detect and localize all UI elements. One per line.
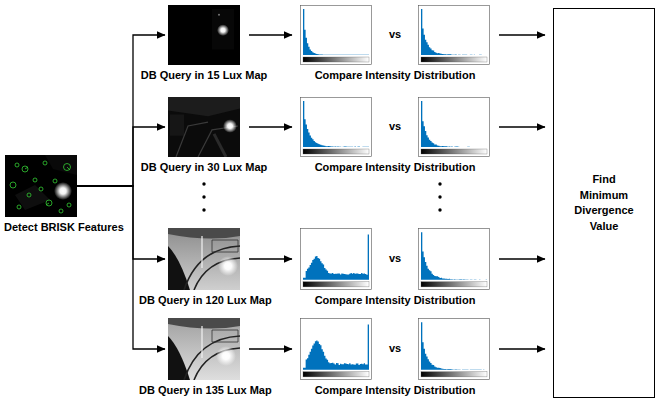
histogram-chart [300, 97, 372, 157]
versus-label: vs [389, 342, 401, 355]
ellipsis-dots [202, 182, 441, 211]
histogram-pair: vsCompare Intensity Distribution [300, 318, 490, 380]
histogram-pair: vsCompare Intensity Distribution [300, 5, 490, 65]
histogram-chart [418, 5, 490, 65]
photo-thumbnail [168, 318, 240, 380]
photo-thumbnail [5, 155, 77, 217]
image-node: Detect BRISK Features [5, 155, 77, 217]
flow-arrow [249, 258, 292, 259]
flow-arrow [77, 127, 165, 186]
photo-thumbnail [168, 97, 240, 157]
comparison-caption: Compare Intensity Distribution [314, 384, 477, 397]
process-box: Find Minimum Divergence Value [553, 8, 655, 398]
flow-arrow [499, 126, 545, 127]
histogram-chart [418, 97, 490, 157]
flow-arrow [249, 34, 292, 35]
comparison-caption: Compare Intensity Distribution [314, 294, 477, 307]
image-caption: DB Query in 135 Lux Map [138, 384, 273, 397]
histogram-chart [418, 228, 490, 290]
image-caption: DB Query in 120 Lux Map [138, 294, 273, 307]
flow-arrow [499, 34, 545, 35]
flow-arrow [77, 186, 165, 349]
histogram-chart [300, 318, 372, 380]
histogram-chart [300, 228, 372, 290]
versus-label: vs [389, 252, 401, 265]
photo-thumbnail [168, 228, 240, 290]
comparison-caption: Compare Intensity Distribution [314, 69, 477, 82]
image-node: DB Query in 135 Lux Map [168, 318, 240, 380]
image-node: DB Query in 30 Lux Map [168, 97, 240, 157]
versus-label: vs [389, 120, 401, 133]
image-node: DB Query in 15 Lux Map [168, 5, 240, 65]
versus-label: vs [389, 28, 401, 41]
image-caption: Detect BRISK Features [3, 221, 125, 234]
box-label: Find Minimum Divergence Value [568, 172, 640, 234]
histogram-chart [300, 5, 372, 65]
histogram-pair: vsCompare Intensity Distribution [300, 97, 490, 157]
image-node: DB Query in 120 Lux Map [168, 228, 240, 290]
image-caption: DB Query in 30 Lux Map [140, 161, 269, 174]
histogram-chart [418, 318, 490, 380]
flow-arrow [249, 348, 292, 349]
flow-arrow [499, 348, 545, 349]
histogram-pair: vsCompare Intensity Distribution [300, 228, 490, 290]
flow-arrow [499, 258, 545, 259]
photo-thumbnail [168, 5, 240, 65]
comparison-caption: Compare Intensity Distribution [314, 161, 477, 174]
image-caption: DB Query in 15 Lux Map [140, 69, 269, 82]
flow-arrow [249, 126, 292, 127]
